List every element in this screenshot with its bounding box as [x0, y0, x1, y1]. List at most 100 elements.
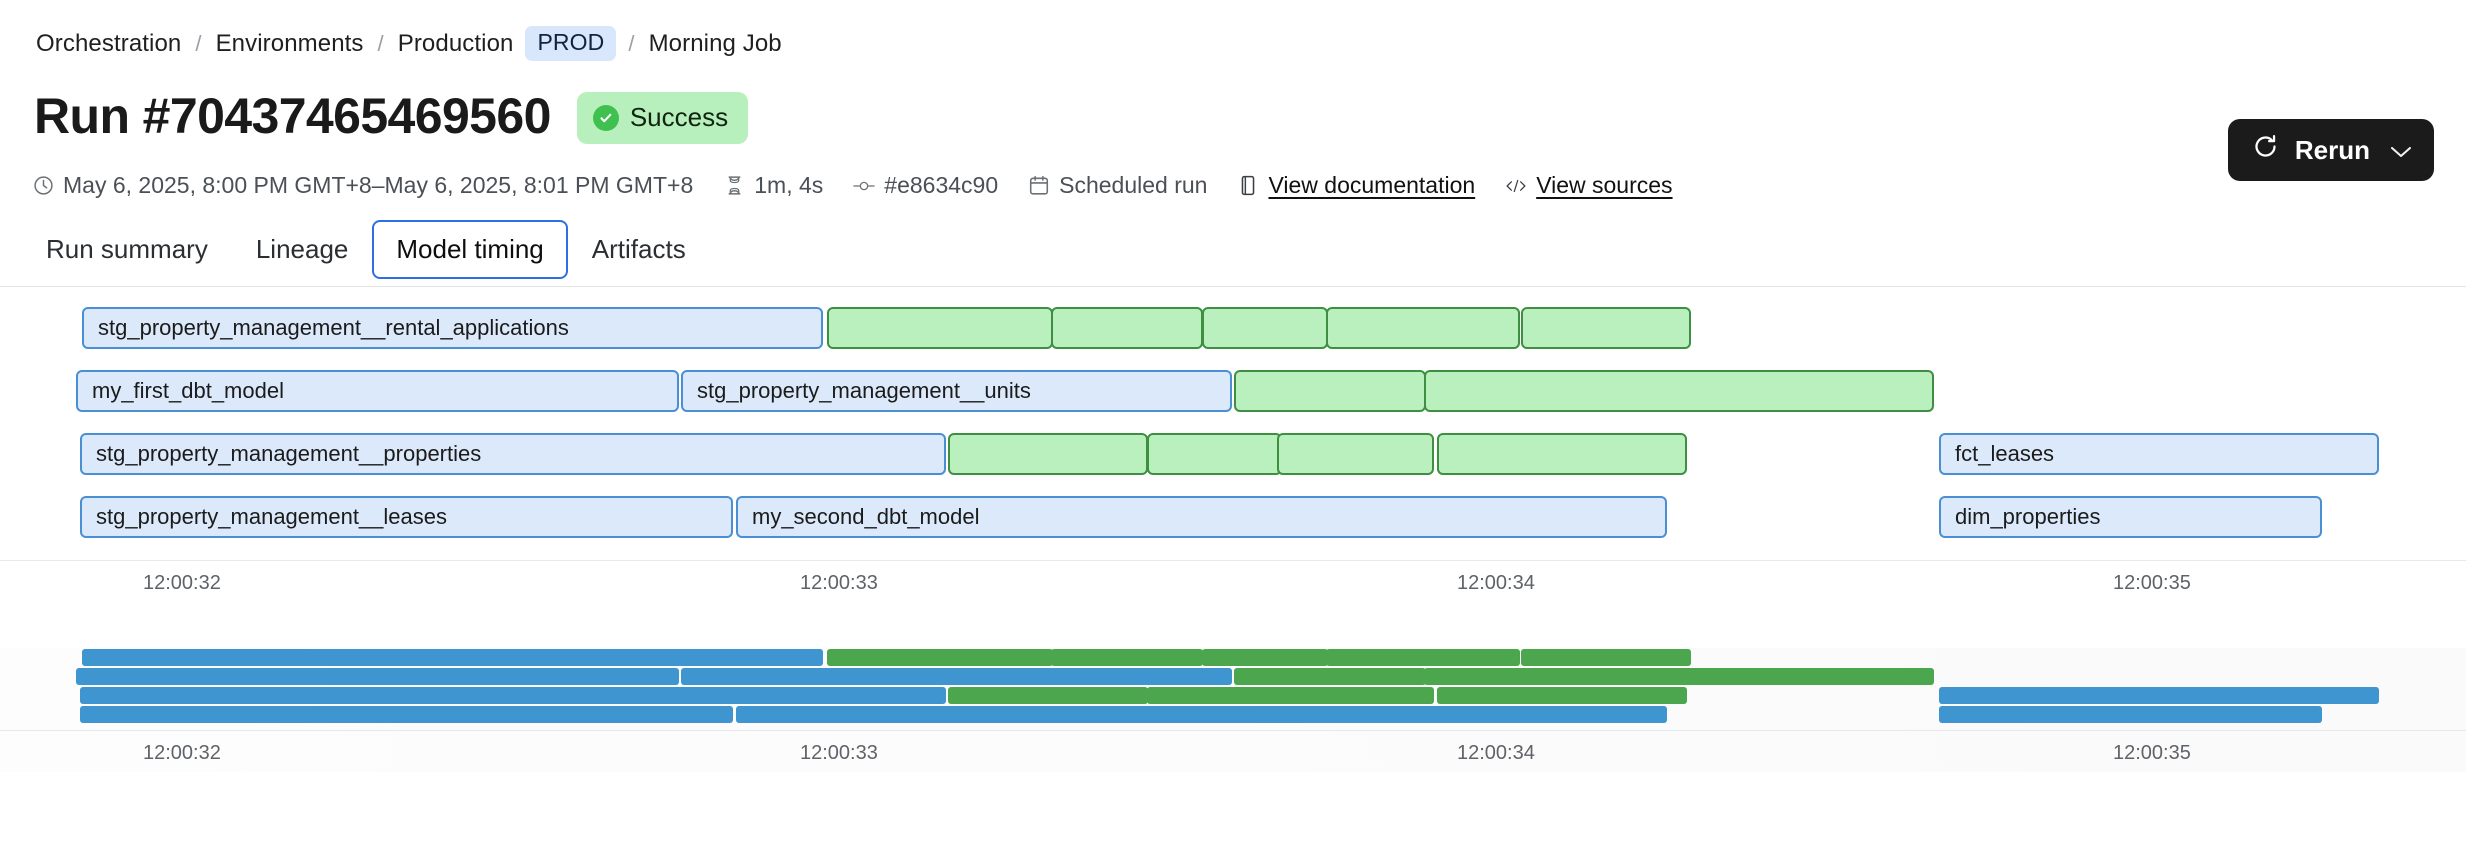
gantt-bar-stg_property_management__rental_applications[interactable]: stg_property_management__rental_applicat…: [82, 307, 823, 349]
tab-run-summary[interactable]: Run summary: [46, 234, 208, 264]
gantt-bar-test[interactable]: [948, 433, 1148, 475]
meta-commit-label: #e8634c90: [884, 172, 999, 198]
book-icon: [1237, 175, 1259, 197]
minimap-time-axis: 12:00:32 12:00:33 12:00:34 12:00:35: [0, 730, 2466, 772]
gantt-bar-my_second_dbt_model[interactable]: my_second_dbt_model: [736, 496, 1667, 538]
minimap-bar[interactable]: [1051, 649, 1203, 666]
axis-tick-label: 12:00:35: [2113, 742, 2191, 764]
axis-tick-label: 12:00:33: [800, 572, 878, 594]
status-label: Success: [629, 102, 729, 132]
meta-duration-label: 1m, 4s: [754, 172, 824, 198]
gantt-bar-test[interactable]: [1202, 307, 1328, 349]
minimap-bar[interactable]: [1939, 706, 2322, 723]
minimap-bar[interactable]: [1326, 649, 1520, 666]
meta-sources[interactable]: View sources: [1505, 172, 1673, 199]
model-timing-minimap: 12:00:32 12:00:33 12:00:34 12:00:35: [0, 648, 2466, 772]
minimap-row: [0, 667, 2466, 686]
meta-time-range: May 6, 2025, 8:00 PM GMT+8–May 6, 2025, …: [32, 172, 693, 199]
axis-tick-label: 12:00:33: [800, 742, 878, 764]
minimap-bar[interactable]: [1424, 668, 1934, 685]
minimap-bar[interactable]: [1939, 687, 2379, 704]
hourglass-icon: [723, 175, 745, 197]
gantt-bar-my_first_dbt_model[interactable]: my_first_dbt_model: [76, 370, 679, 412]
minimap-bar[interactable]: [681, 668, 1232, 685]
rerun-button[interactable]: Rerun: [2227, 119, 2434, 181]
gantt-bar-stg_property_management__units[interactable]: stg_property_management__units: [681, 370, 1232, 412]
gantt-time-axis: 12:00:32 12:00:33 12:00:34 12:00:35: [0, 560, 2466, 606]
view-documentation-link[interactable]: View documentation: [1268, 172, 1476, 198]
rerun-button-label: Rerun: [2294, 134, 2370, 165]
breadcrumb-item-orchestration[interactable]: Orchestration: [36, 29, 182, 57]
refresh-icon: [2252, 133, 2279, 167]
check-circle-icon: [592, 104, 619, 131]
gantt-row: stg_property_management__properties fct_l…: [0, 426, 2466, 489]
view-sources-link[interactable]: View sources: [1536, 172, 1673, 198]
tab-bar: Run summary Lineage Model timing Artifac…: [22, 220, 710, 279]
meta-time-range-label: May 6, 2025, 8:00 PM GMT+8–May 6, 2025, …: [63, 172, 694, 198]
gantt-bar-test[interactable]: [1234, 370, 1426, 412]
gantt-bar-stg_property_management__properties[interactable]: stg_property_management__properties: [80, 433, 946, 475]
status-badge: Success: [576, 92, 749, 144]
title-row: Run #70437465469560 Success: [34, 88, 749, 144]
commit-icon: [853, 175, 876, 197]
tab-model-timing[interactable]: Model timing: [372, 220, 568, 279]
gantt-row: stg_property_management__rental_applicat…: [0, 300, 2466, 363]
meta-trigger-label: Scheduled run: [1059, 172, 1208, 198]
gantt-bar-test[interactable]: [1437, 433, 1687, 475]
page-title: Run #70437465469560: [34, 88, 551, 144]
meta-duration: 1m, 4s: [723, 172, 823, 199]
gantt-bar-test[interactable]: [1424, 370, 1934, 412]
minimap-bar[interactable]: [1277, 687, 1434, 704]
tab-artifacts[interactable]: Artifacts: [591, 234, 686, 264]
breadcrumb-item-environments[interactable]: Environments: [215, 29, 364, 57]
chevron-down-icon[interactable]: [2390, 135, 2412, 166]
code-icon: [1505, 175, 1527, 197]
breadcrumb-item-production[interactable]: Production: [397, 29, 514, 57]
minimap-bar[interactable]: [1521, 649, 1691, 666]
minimap-bar[interactable]: [80, 687, 946, 704]
gantt-bar-test[interactable]: [827, 307, 1053, 349]
minimap-bar[interactable]: [1234, 668, 1426, 685]
minimap-bar[interactable]: [1147, 687, 1282, 704]
environment-badge: PROD: [525, 26, 617, 61]
minimap-row: [0, 705, 2466, 724]
gantt-bar-test[interactable]: [1326, 307, 1520, 349]
minimap-bar[interactable]: [1202, 649, 1328, 666]
gantt-bar-test[interactable]: [1051, 307, 1203, 349]
minimap-bar[interactable]: [948, 687, 1148, 704]
minimap-bar[interactable]: [1437, 687, 1687, 704]
gantt-bar-stg_property_management__leases[interactable]: stg_property_management__leases: [80, 496, 733, 538]
gantt-bar-dim_properties[interactable]: dim_properties: [1939, 496, 2322, 538]
clock-icon: [32, 175, 54, 197]
minimap-bar[interactable]: [76, 668, 679, 685]
meta-documentation[interactable]: View documentation: [1237, 172, 1475, 199]
tab-lineage[interactable]: Lineage: [255, 234, 349, 264]
breadcrumb: Orchestration / Environments / Productio…: [34, 26, 784, 61]
axis-tick-label: 12:00:34: [1457, 572, 1535, 594]
minimap-bar[interactable]: [736, 706, 1667, 723]
axis-tick-label: 12:00:34: [1457, 742, 1535, 764]
minimap-bar[interactable]: [827, 649, 1053, 666]
minimap-row: [0, 686, 2466, 705]
axis-tick-label: 12:00:32: [143, 742, 221, 764]
meta-trigger: Scheduled run: [1028, 172, 1207, 199]
model-timing-gantt: stg_property_management__rental_applicat…: [0, 300, 2466, 606]
calendar-icon: [1028, 175, 1050, 197]
minimap-row: [0, 648, 2466, 667]
breadcrumb-item-morning-job[interactable]: Morning Job: [648, 29, 782, 57]
breadcrumb-separator: /: [377, 30, 384, 56]
breadcrumb-separator: /: [195, 30, 202, 56]
gantt-bar-test[interactable]: [1277, 433, 1434, 475]
gantt-bar-test[interactable]: [1521, 307, 1691, 349]
minimap-bar[interactable]: [80, 706, 733, 723]
gantt-bar-fct_leases[interactable]: fct_leases: [1939, 433, 2379, 475]
tab-bar-divider: [0, 286, 2466, 287]
minimap-bar[interactable]: [82, 649, 823, 666]
gantt-bar-test[interactable]: [1147, 433, 1282, 475]
axis-tick-label: 12:00:35: [2113, 572, 2191, 594]
axis-tick-label: 12:00:32: [143, 572, 221, 594]
meta-commit: #e8634c90: [853, 172, 998, 199]
breadcrumb-separator: /: [628, 30, 635, 56]
